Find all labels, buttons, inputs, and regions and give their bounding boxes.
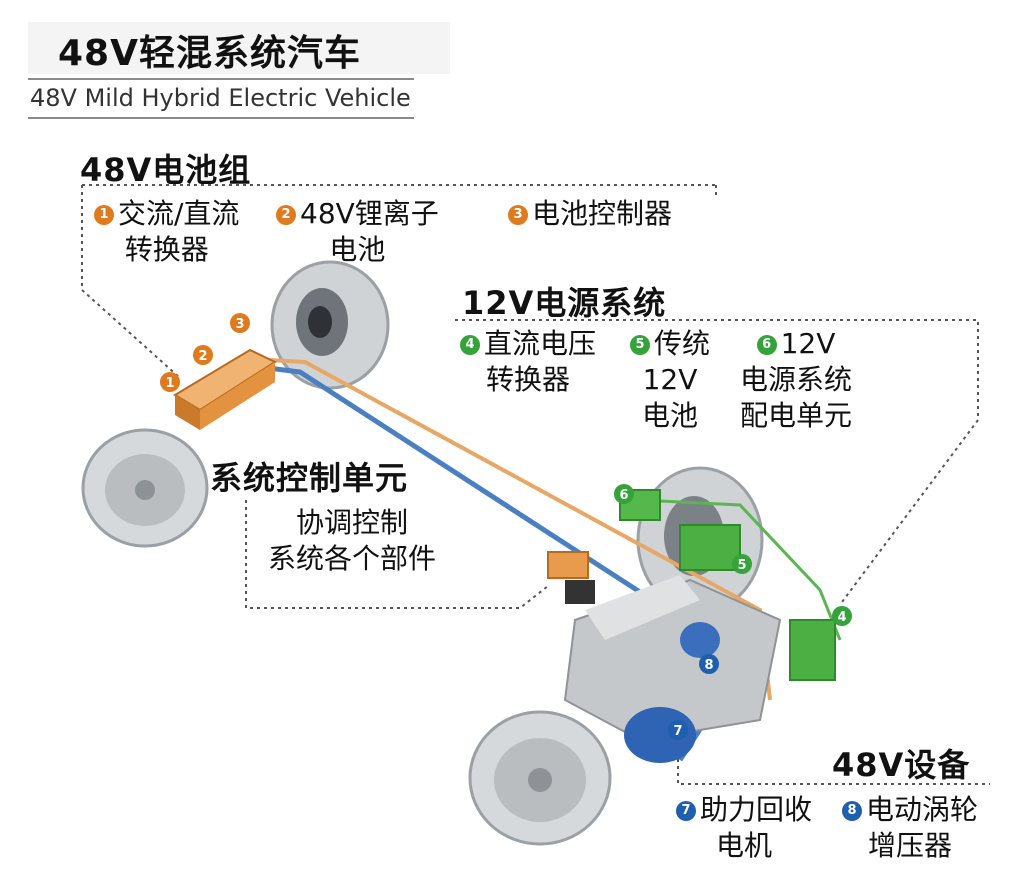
battery-pack-heading: 48V电池组	[80, 151, 252, 189]
marker-6: 6	[614, 484, 634, 504]
wheel-rear-left	[81, 428, 209, 548]
badge-7: 7	[676, 801, 696, 821]
control-unit-module	[547, 551, 595, 604]
title-rule-top	[28, 78, 414, 80]
wheel-front-left	[468, 710, 612, 846]
power-system-heading: 12V电源系统	[462, 284, 667, 322]
svg-text:8: 8	[704, 658, 713, 673]
battery-callout-line	[81, 185, 181, 379]
svg-text:4: 4	[837, 610, 846, 625]
svg-text:5: 5	[737, 558, 746, 573]
marker-1: 1	[160, 372, 180, 392]
title-background	[28, 22, 450, 74]
svg-text:2: 2	[198, 349, 207, 364]
svg-text:1: 1	[165, 376, 174, 391]
cable-green	[639, 498, 842, 641]
page-subtitle: 48V Mild Hybrid Electric Vehicle	[30, 84, 411, 112]
badge-3: 3	[508, 205, 528, 225]
engine-block	[563, 575, 782, 763]
marker-4: 4	[832, 606, 852, 626]
marker-2: 2	[193, 345, 213, 365]
title-rule-bottom	[28, 117, 414, 119]
svg-text:3: 3	[235, 317, 244, 332]
marker-8: 8	[699, 654, 719, 674]
power-callout-line	[455, 319, 979, 603]
control-unit-heading: 系统控制单元	[210, 459, 409, 497]
badge-8: 8	[842, 801, 862, 821]
marker-7: 7	[668, 720, 688, 740]
badge-5: 5	[630, 335, 650, 355]
svg-text:6: 6	[619, 488, 628, 503]
equipment-heading: 48V设备	[832, 746, 971, 784]
control-callout-line	[245, 500, 549, 609]
wheel-rear-right	[270, 260, 390, 390]
badge-6: 6	[756, 335, 777, 355]
battery-pack	[173, 348, 278, 430]
badge-4: 4	[460, 335, 480, 355]
badge-2: 2	[276, 205, 296, 225]
marker-3: 3	[230, 313, 250, 333]
green-components	[619, 489, 836, 681]
badge-1: 1	[94, 205, 114, 225]
marker-5: 5	[732, 554, 752, 574]
page-title: 48V轻混系统汽车	[58, 33, 361, 74]
svg-text:7: 7	[673, 724, 682, 739]
control-unit-description: 协调控制 系统各个部件	[268, 506, 437, 575]
